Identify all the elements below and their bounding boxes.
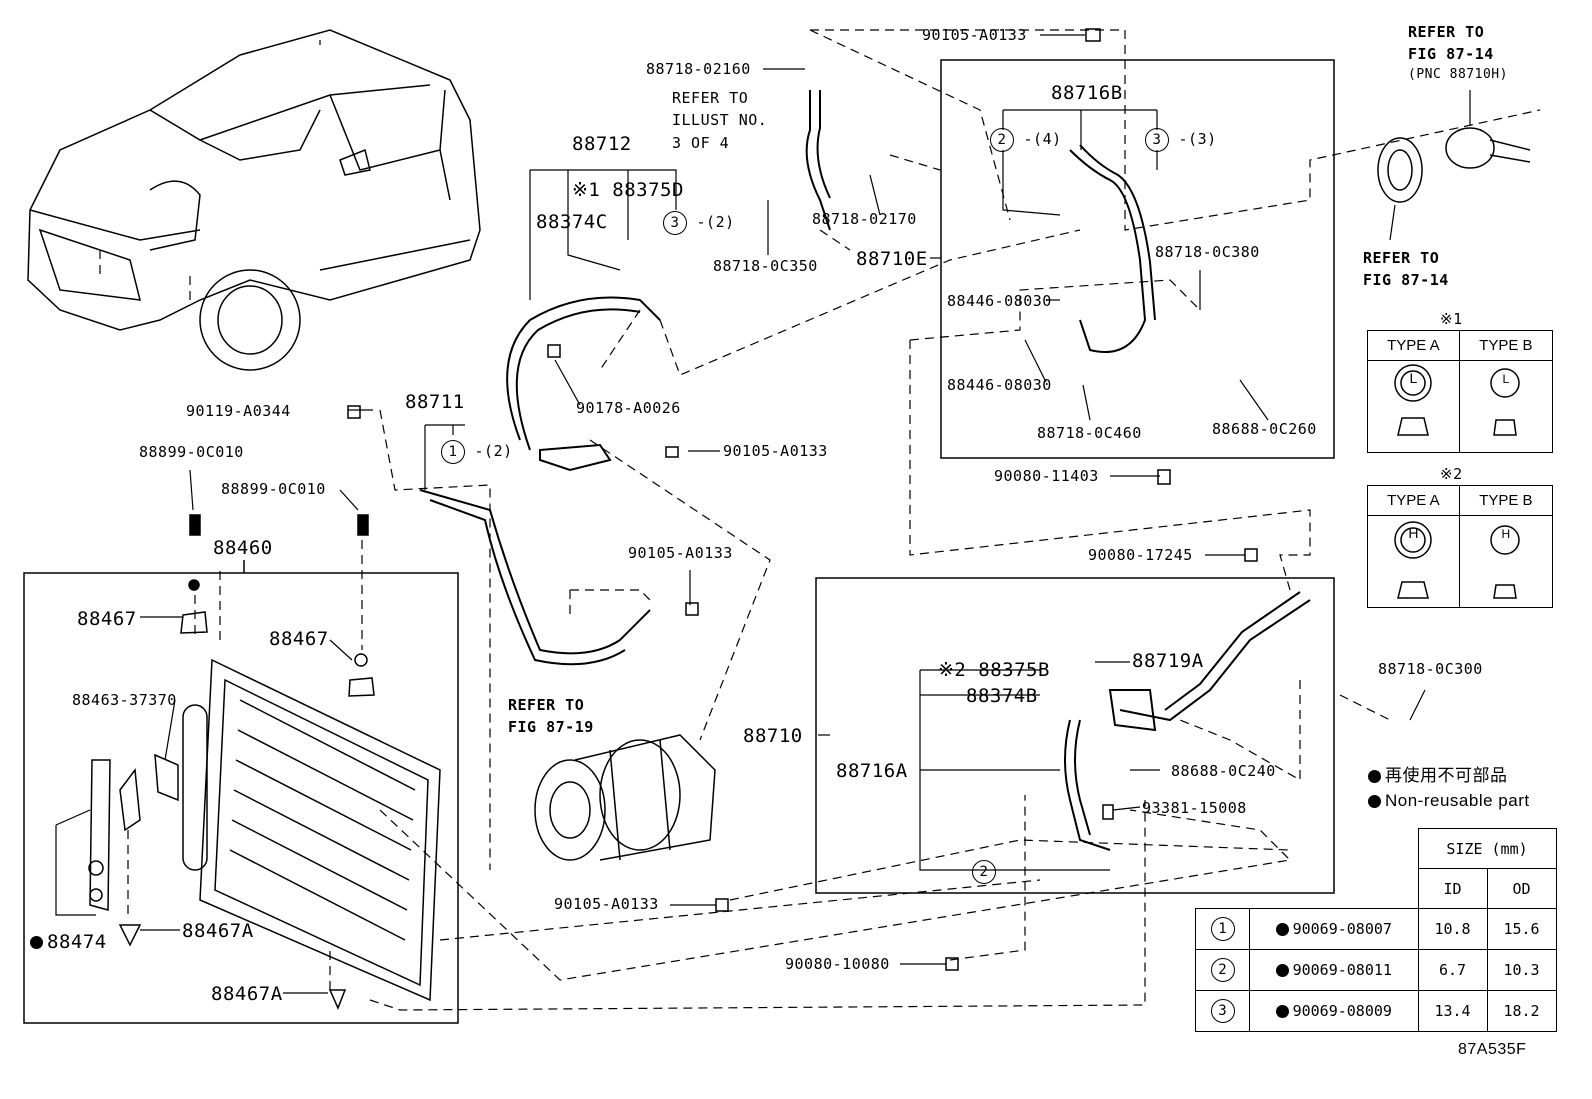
- condenser: [89, 658, 441, 1002]
- hoses: [419, 90, 1311, 851]
- label-88718-0C380: 88718-0C380: [1155, 243, 1260, 261]
- label-90178: 90178-A0026: [576, 399, 681, 417]
- callout-3-3: 3 -(3): [1145, 128, 1217, 152]
- label-88711: 88711: [405, 391, 465, 413]
- label-refer-illust-2: ILLUST NO.: [672, 111, 768, 129]
- type-a-cell: L: [1367, 360, 1460, 453]
- label-88718-0C300: 88718-0C300: [1378, 660, 1483, 678]
- size-title: SIZE (mm): [1417, 828, 1557, 869]
- label-90080-17245: 90080-17245: [1088, 546, 1193, 564]
- label-88688-0C240: 88688-0C240: [1171, 762, 1276, 780]
- type-table-2-note: ※2: [1440, 465, 1463, 483]
- callout-2-4: 2 -(4): [990, 128, 1062, 152]
- label-refer-8714-b2: FIG 87-14: [1363, 271, 1449, 289]
- label-88460: 88460: [213, 537, 273, 559]
- vehicle-sketch: [27, 29, 481, 371]
- label-90105-bottom: 90105-A0133: [554, 895, 659, 913]
- label-88718-02160: 88718-02160: [646, 60, 751, 78]
- label-88474: 88474: [30, 932, 107, 952]
- col-od: OD: [1486, 868, 1557, 909]
- col-id: ID: [1417, 868, 1488, 909]
- label-refer-illust-3: 3 OF 4: [672, 134, 730, 152]
- label-refer-8719-2: FIG 87-19: [508, 718, 594, 736]
- label-88716B: 88716B: [1051, 82, 1123, 104]
- size-table: SIZE (mm) ID OD 1 90069-08007 10.8 15.6 …: [1195, 828, 1557, 1032]
- fasteners: [88, 28, 1258, 1010]
- label-88718-02170: 88718-02170: [812, 210, 917, 228]
- size-row: 1 90069-08007 10.8 15.6: [1195, 908, 1557, 950]
- callout-3-2: 3 -(2): [663, 211, 735, 235]
- label-88375B: ※2 88375B: [938, 659, 1050, 681]
- label-refer-illust-1: REFER TO: [672, 89, 749, 107]
- type-b-header: TYPE B: [1458, 485, 1554, 516]
- label-88899-b: 88899-0C010: [221, 480, 326, 498]
- type-a-header: TYPE A: [1367, 485, 1460, 516]
- label-88719A: 88719A: [1132, 650, 1204, 672]
- leader-lines: [55, 34, 1471, 994]
- label-88463: 88463-37370: [72, 691, 177, 709]
- label-refer-8714-a2: FIG 87-14: [1408, 45, 1494, 63]
- label-90105-c: 90105-A0133: [628, 544, 733, 562]
- type-a-header: TYPE A: [1367, 330, 1460, 361]
- label-88710E: 88710E: [856, 248, 928, 270]
- label-88375D: ※1 88375D: [572, 179, 684, 201]
- label-88718-0C350: 88718-0C350: [713, 257, 818, 275]
- label-90105-mid: 90105-A0133: [723, 442, 828, 460]
- label-88446-b: 88446-08030: [947, 376, 1052, 394]
- label-88374C: 88374C: [536, 211, 608, 233]
- size-row: 3 90069-08009 13.4 18.2: [1195, 990, 1557, 1032]
- label-88446-a: 88446-08030: [947, 292, 1052, 310]
- legend-nonreuse-en: Non-reusable part: [1368, 792, 1530, 809]
- size-row: 2 90069-08011 6.7 10.3: [1195, 949, 1557, 991]
- label-93381: 93381-15008: [1142, 799, 1247, 817]
- label-88467A-a: 88467A: [182, 920, 254, 942]
- label-88467A-b: 88467A: [211, 983, 283, 1005]
- label-88467-b: 88467: [269, 628, 329, 650]
- callout-1-2: 1 -(2): [441, 440, 513, 464]
- label-88374B: 88374B: [966, 685, 1038, 707]
- label-88899-a: 88899-0C010: [139, 443, 244, 461]
- label-90080-10080: 90080-10080: [785, 955, 890, 973]
- label-refer-8719-1: REFER TO: [508, 696, 585, 714]
- type-b-cell: L: [1458, 360, 1554, 453]
- label-90080-11403: 90080-11403: [994, 467, 1099, 485]
- callout-2-bottom: 2: [972, 860, 996, 884]
- pulley-parts: [1377, 127, 1531, 203]
- label-88718-0C460: 88718-0C460: [1037, 424, 1142, 442]
- label-88467-a: 88467: [77, 608, 137, 630]
- label-88712: 88712: [572, 133, 632, 155]
- type-b-cell: H: [1458, 515, 1554, 608]
- type-a-cell: H: [1367, 515, 1460, 608]
- label-88716A: 88716A: [836, 760, 908, 782]
- label-88688-0C260: 88688-0C260: [1212, 420, 1317, 438]
- compressor: [534, 734, 716, 861]
- label-refer-8714-a1: REFER TO: [1408, 23, 1485, 41]
- label-refer-8714-a3: (PNC 88710H): [1408, 67, 1508, 82]
- dashed-lines: [99, 29, 1541, 1011]
- type-table-1-note: ※1: [1440, 310, 1463, 328]
- label-refer-8714-b1: REFER TO: [1363, 249, 1440, 267]
- figure-code: 87A535F: [1458, 1041, 1527, 1058]
- type-b-header: TYPE B: [1458, 330, 1554, 361]
- label-90119: 90119-A0344: [186, 402, 291, 420]
- label-90105-top: 90105-A0133: [922, 26, 1027, 44]
- legend-nonreuse-jp: 再使用不可部品: [1368, 767, 1508, 784]
- label-88710: 88710: [743, 725, 803, 747]
